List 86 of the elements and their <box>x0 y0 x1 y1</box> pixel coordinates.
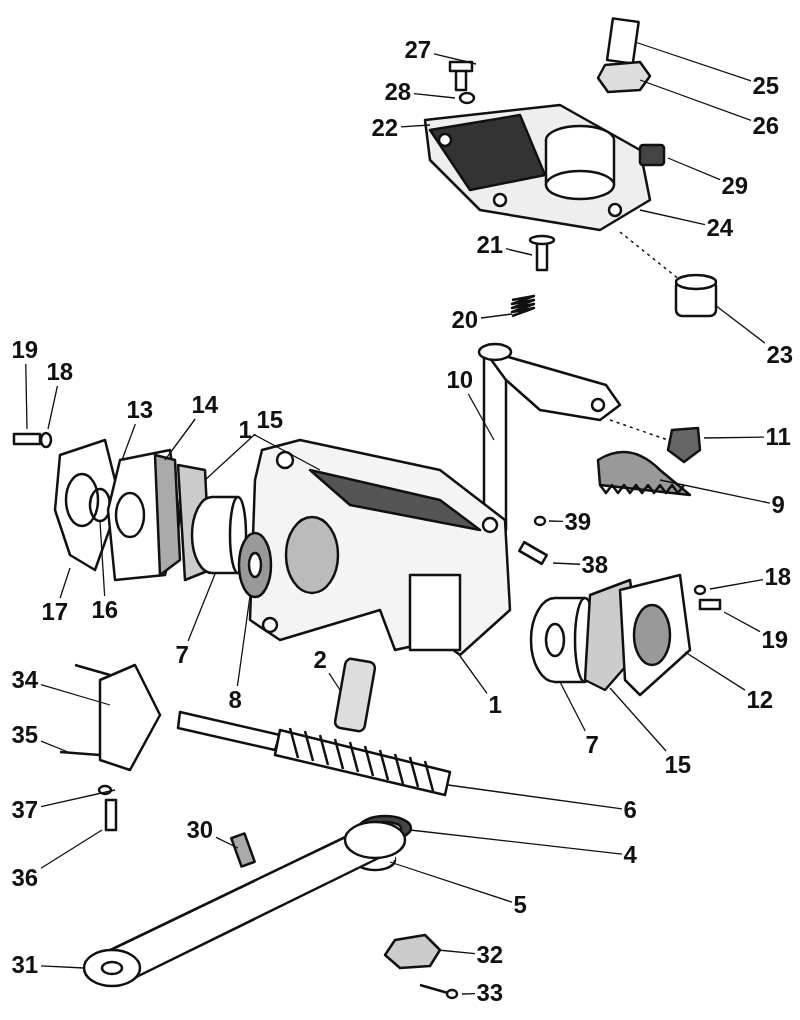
callout-number: 9 <box>771 493 785 517</box>
leader-line <box>433 53 477 65</box>
callout-number: 20 <box>451 308 479 332</box>
leader-line <box>164 418 196 461</box>
leader-line <box>328 672 341 691</box>
leader-line <box>25 363 28 430</box>
leader-line <box>99 520 106 597</box>
callout-number: 33 <box>476 981 504 1005</box>
callout-number: 27 <box>404 38 432 62</box>
callout-number: 32 <box>476 943 504 967</box>
callout-number: 1 <box>238 418 252 442</box>
callout-number: 39 <box>564 510 592 534</box>
callout-number: 5 <box>513 893 527 917</box>
callout-number: 13 <box>126 398 154 422</box>
leader-line <box>413 93 456 99</box>
leader-line <box>559 681 586 732</box>
callout-number: 7 <box>585 733 599 757</box>
callout-number: 6 <box>623 798 637 822</box>
callout-number: 17 <box>41 600 69 624</box>
callout-number: 4 <box>623 843 637 867</box>
leader-line <box>684 651 746 691</box>
callout-number: 28 <box>384 80 412 104</box>
leader-line <box>40 829 103 869</box>
callout-number: 7 <box>175 643 189 667</box>
leader-line <box>40 789 116 808</box>
leader-line <box>703 436 765 439</box>
callout-number: 30 <box>186 818 214 842</box>
callout-number: 11 <box>765 425 791 449</box>
leader-line <box>714 304 766 344</box>
leader-line <box>437 949 476 955</box>
callout-number: 25 <box>752 74 780 98</box>
leader-line <box>659 479 771 504</box>
leader-line <box>639 79 752 121</box>
leader-line <box>709 579 764 590</box>
callout-number: 19 <box>761 628 789 652</box>
callout-number: 18 <box>764 565 792 589</box>
leader-line <box>639 209 706 226</box>
leader-line <box>467 393 495 441</box>
leader-line <box>236 595 251 687</box>
leader-line <box>723 611 761 633</box>
leader-line <box>253 433 321 471</box>
leader-line <box>409 829 623 855</box>
leader-line <box>215 836 239 849</box>
callout-number: 15 <box>256 408 284 432</box>
callout-number: 38 <box>581 553 609 577</box>
leader-line <box>447 784 623 810</box>
callout-number: 16 <box>91 598 119 622</box>
leader-line <box>461 992 476 995</box>
leader-line <box>40 965 85 969</box>
leader-line <box>187 573 216 642</box>
callout-number: 22 <box>371 116 399 140</box>
leader-line <box>40 683 111 706</box>
callout-number: 35 <box>11 723 39 747</box>
callout-number: 14 <box>191 393 219 417</box>
callout-number: 19 <box>11 338 39 362</box>
leader-line <box>505 248 533 256</box>
leader-line <box>459 655 488 694</box>
leader-line <box>59 567 71 599</box>
leader-line <box>548 520 564 523</box>
callout-number: 2 <box>313 648 327 672</box>
leader-line <box>121 423 136 461</box>
callout-number: 31 <box>11 953 39 977</box>
callout-number: 12 <box>746 688 774 712</box>
callout-number: 34 <box>11 668 39 692</box>
callout-number: 24 <box>706 216 734 240</box>
callout-number: 37 <box>11 798 39 822</box>
leader-line <box>40 740 69 753</box>
leader-line <box>480 313 513 319</box>
leader-line <box>389 861 513 903</box>
leader-line <box>609 687 667 752</box>
callout-number: 8 <box>228 688 242 712</box>
callout-number: 10 <box>446 368 474 392</box>
callout-number: 29 <box>721 174 749 198</box>
leader-line <box>634 41 752 82</box>
callout-number: 18 <box>46 360 74 384</box>
callout-number: 21 <box>476 233 504 257</box>
callout-number: 26 <box>752 114 780 138</box>
leader-line <box>552 562 581 565</box>
callout-number: 36 <box>11 866 39 890</box>
callout-number: 15 <box>664 753 692 777</box>
callout-number: 1 <box>488 693 502 717</box>
leader-line <box>47 385 59 430</box>
leader-line <box>667 157 721 181</box>
leader-line <box>400 124 431 128</box>
leader-line <box>204 433 256 481</box>
callout-number: 23 <box>766 343 794 367</box>
